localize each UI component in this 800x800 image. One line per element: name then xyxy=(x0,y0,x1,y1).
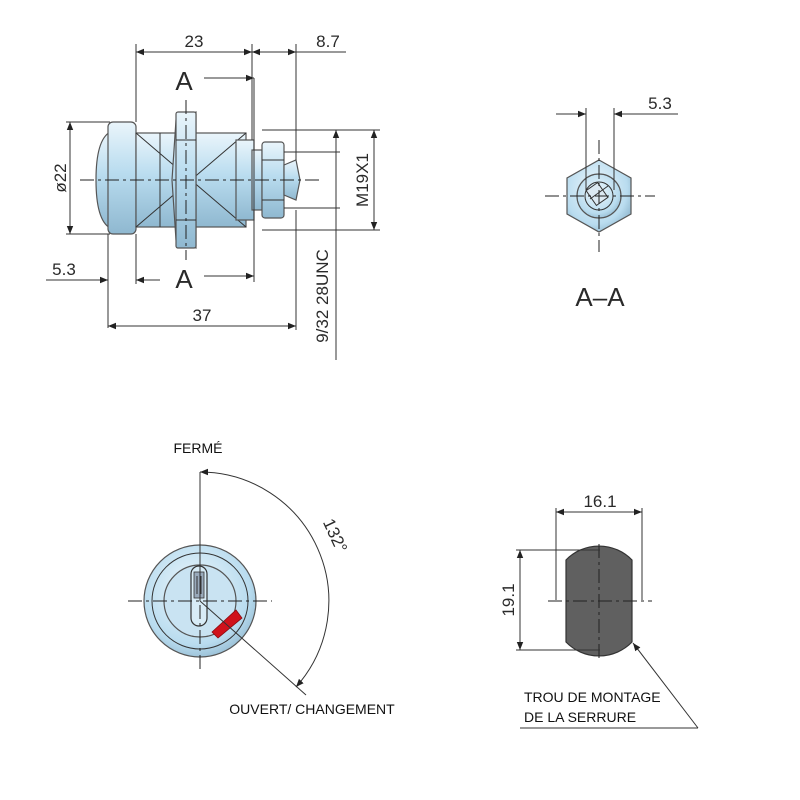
dim-5-3-section: 5.3 xyxy=(648,94,672,113)
front-view: 132° FERMÉ OUVERT/ CHANGEMENT xyxy=(128,440,395,717)
dim-5-3-side: 5.3 xyxy=(52,260,76,279)
dim-angle: 132° xyxy=(319,516,351,556)
label-open: OUVERT/ CHANGEMENT xyxy=(229,701,395,717)
dim-thread-unc: 9/32 28UNC xyxy=(313,249,332,343)
label-hole-line1: TROU DE MONTAGE xyxy=(524,689,661,705)
label-hole-line2: DE LA SERRURE xyxy=(524,709,636,725)
side-view xyxy=(80,100,320,260)
section-mark-bottom: A xyxy=(175,264,193,294)
dim-23: 23 xyxy=(185,32,204,51)
section-view: 5.3 A–A xyxy=(545,94,678,312)
label-closed: FERMÉ xyxy=(174,440,223,456)
angle-arc xyxy=(199,468,330,688)
dim-8-7: 8.7 xyxy=(316,32,340,51)
section-mark-top: A xyxy=(175,66,193,96)
dim-16-1: 16.1 xyxy=(583,492,616,511)
side-view-dimensions: 23 8.7 A A ø22 5.3 37 M19X1 xyxy=(46,32,380,360)
dim-thread-metric: M19X1 xyxy=(353,153,372,207)
dim-37: 37 xyxy=(193,306,212,325)
dim-19-1: 19.1 xyxy=(499,583,518,616)
dim-diameter-22: ø22 xyxy=(51,163,70,192)
cap-dome xyxy=(95,130,111,230)
mounting-hole-view: 16.1 19.1 TROU DE MONTAGE DE LA SERRURE xyxy=(499,492,699,729)
section-title: A–A xyxy=(575,282,625,312)
cap-flange xyxy=(107,121,137,235)
